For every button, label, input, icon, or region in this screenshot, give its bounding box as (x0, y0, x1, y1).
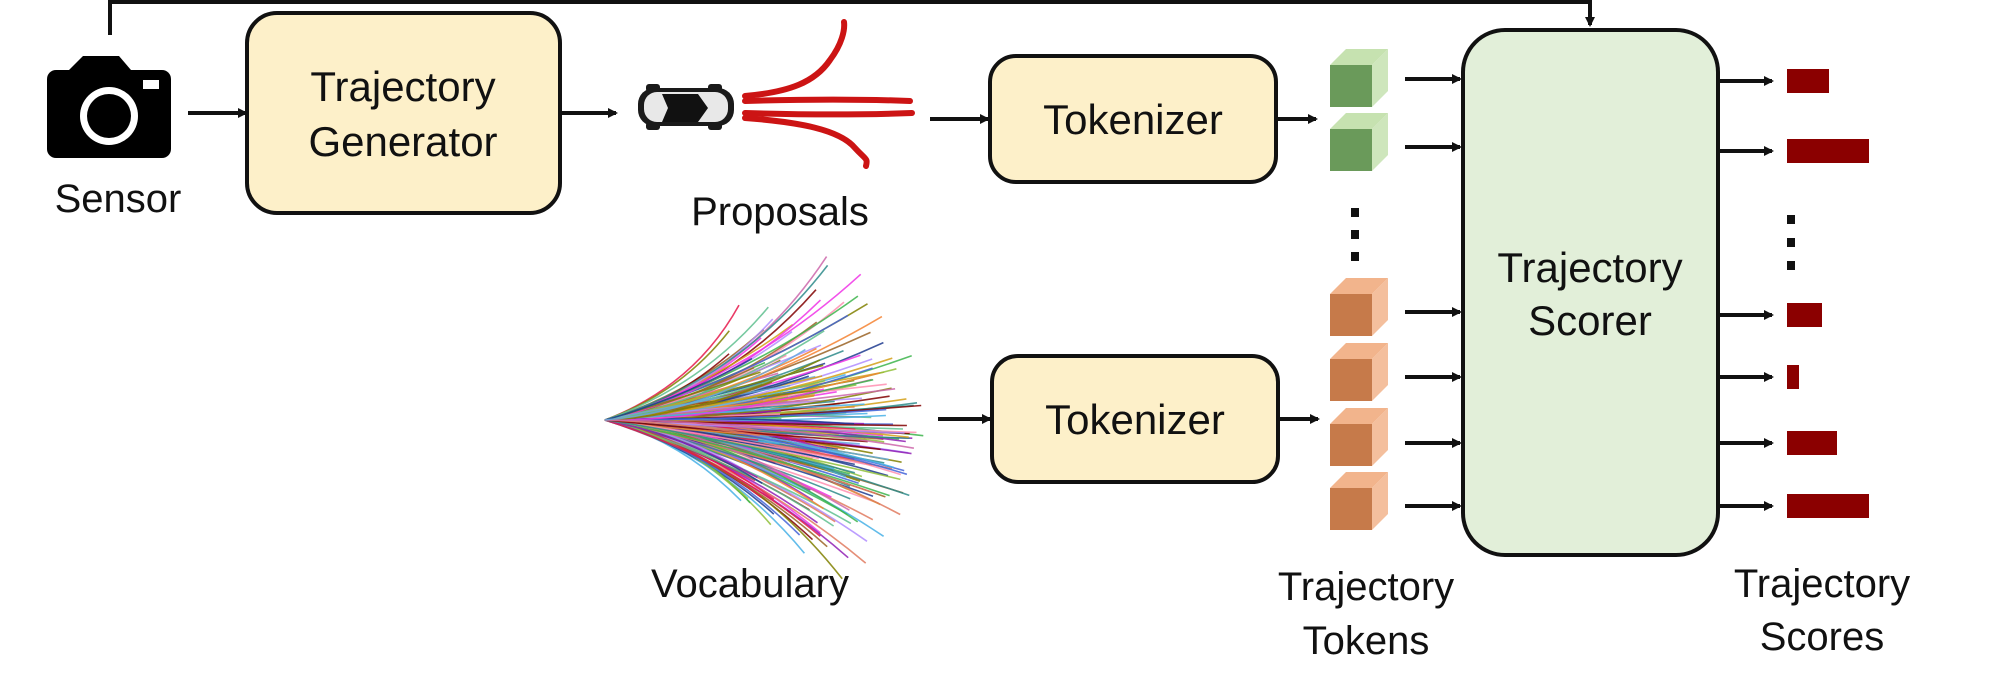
trajectory-tokens-label-line1: Trajectory (1278, 565, 1454, 609)
orange-token-cube (1330, 343, 1388, 401)
token-to-scorer-arrows (1405, 74, 1462, 511)
trajectory-scorer-label-line1: Trajectory (1497, 244, 1682, 291)
green-token-cube (1330, 49, 1388, 107)
tokenizer-bottom-label: Tokenizer (1045, 396, 1225, 443)
tokens-ellipsis (1351, 208, 1359, 261)
orange-token-cube (1330, 472, 1388, 530)
trajectory-scorer-box (1461, 28, 1720, 557)
orange-token-cube (1330, 278, 1388, 336)
camera-icon (47, 56, 171, 158)
trajectory-scores-label-line1: Trajectory (1734, 562, 1910, 606)
vocabulary-trajectory-fan (604, 256, 924, 580)
tokenizer-bottom-box (990, 354, 1280, 484)
trajectory-generator-box (245, 11, 562, 215)
sensor-to-scorer-connector (108, 0, 1595, 35)
trajectory-score-bars (1787, 69, 1869, 518)
tokenizer-top-label: Tokenizer (1043, 96, 1223, 143)
orange-token-cube (1330, 408, 1388, 466)
scores-ellipsis (1787, 215, 1795, 270)
car-icon (638, 84, 734, 130)
trajectory-scores-label-line2: Scores (1760, 615, 1885, 659)
proposal-trajectories (742, 19, 915, 169)
score-bar (1787, 139, 1869, 163)
tokenizer-top-box (988, 54, 1278, 184)
score-bar (1787, 365, 1799, 389)
vocabulary-label: Vocabulary (651, 562, 849, 606)
trajectory-generator-label-line2: Generator (308, 118, 497, 165)
score-bar (1787, 303, 1822, 327)
trajectory-tokens-label-line2: Tokens (1303, 619, 1430, 663)
trajectory-token-stack (1330, 49, 1388, 530)
score-bar (1787, 431, 1837, 455)
green-token-cube (1330, 113, 1388, 171)
trajectory-generator-label-line1: Trajectory (310, 63, 495, 110)
score-bar (1787, 494, 1869, 518)
sensor-label: Sensor (55, 177, 182, 221)
trajectory-scorer-label-line2: Scorer (1528, 297, 1652, 344)
scorer-to-score-arrows (1719, 76, 1774, 511)
proposals-label: Proposals (691, 190, 869, 234)
score-bar (1787, 69, 1829, 93)
